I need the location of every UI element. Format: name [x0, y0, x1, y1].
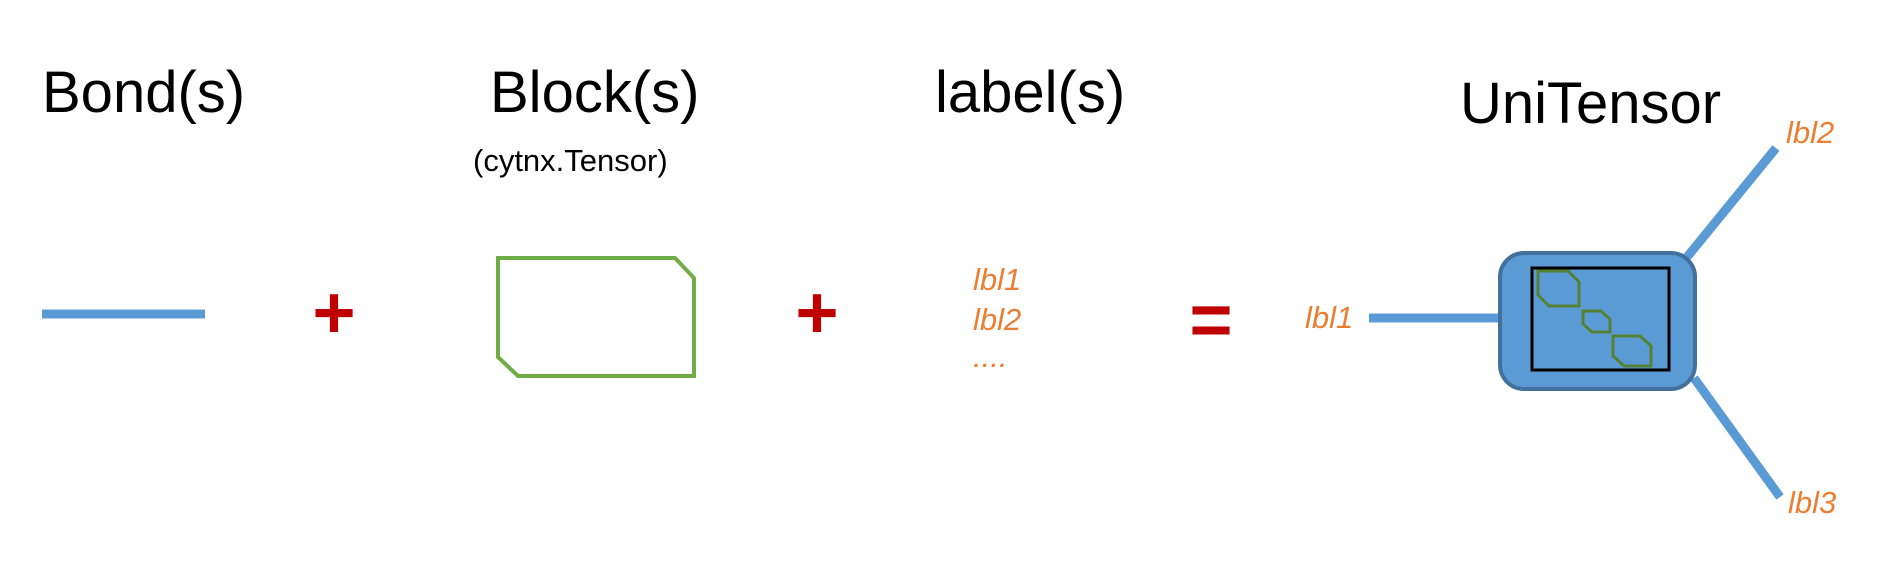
block-title: Block(s): [490, 60, 699, 125]
label-item-ellipsis: ....: [973, 339, 1007, 374]
inner-block-1: [1536, 269, 1581, 308]
unitensor-body: [1498, 251, 1697, 391]
plus-operator-1: +: [312, 271, 355, 354]
unitensor-leg-top-right: [1679, 145, 1780, 265]
label-item-2: lbl2: [973, 302, 1021, 337]
unitensor-inner-frame: [1530, 266, 1671, 372]
unitensor-label-top-right: lbl2: [1786, 115, 1834, 150]
equals-operator: =: [1189, 278, 1232, 361]
block-subtitle: (cytnx.Tensor): [473, 143, 668, 178]
unitensor-leg-bottom-right: [1690, 375, 1784, 500]
label-item-1: lbl1: [973, 262, 1021, 297]
unitensor-title: UniTensor: [1460, 71, 1721, 136]
bond-title: Bond(s): [42, 60, 245, 125]
plus-operator-2: +: [795, 271, 838, 354]
unitensor-label-bottom-right: lbl3: [1788, 485, 1836, 520]
label-title: label(s): [935, 60, 1125, 125]
inner-block-3: [1611, 334, 1653, 368]
block-shape: [496, 256, 696, 378]
unitensor-label-left: lbl1: [1305, 300, 1353, 335]
inner-block-2: [1581, 309, 1612, 334]
